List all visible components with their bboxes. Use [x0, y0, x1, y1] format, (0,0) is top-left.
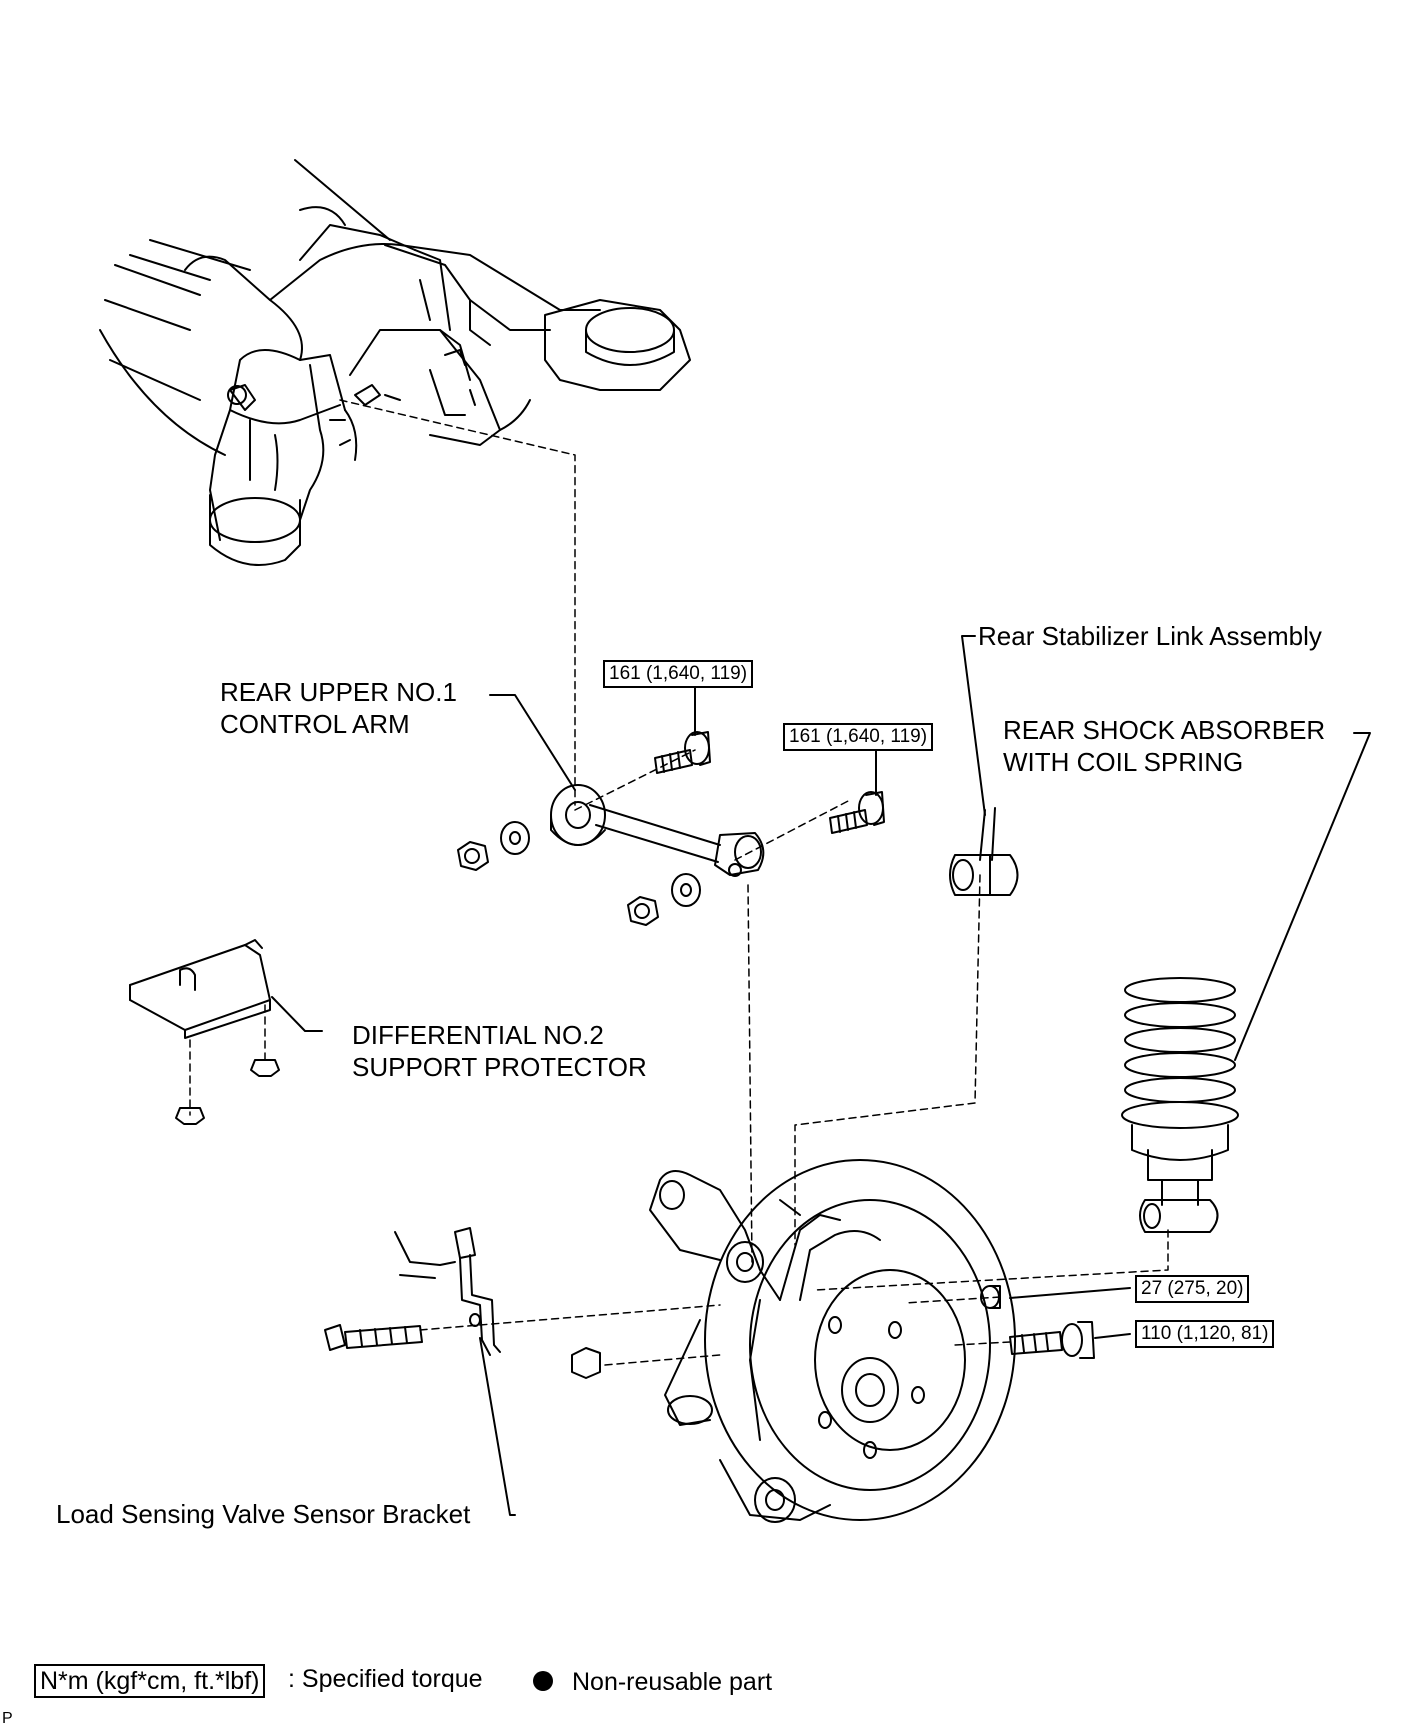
label-differential-protector-line1: DIFFERENTIAL NO.2	[352, 1020, 604, 1050]
bracket-bolt	[324, 1324, 423, 1351]
upper-arm-bolt-2	[829, 791, 885, 834]
label-differential-protector-line2: SUPPORT PROTECTOR	[352, 1052, 647, 1082]
protector-clip-2	[250, 1059, 280, 1077]
leader-lines	[271, 635, 1371, 1516]
label-shock-absorber-line2: WITH COIL SPRING	[1003, 747, 1244, 777]
label-shock-absorber-line1: REAR SHOCK ABSORBER	[1003, 715, 1326, 745]
shock-absorber-coil-spring	[1121, 977, 1239, 1233]
load-sensing-bracket	[394, 1227, 501, 1356]
protector-clip-1	[175, 1107, 205, 1125]
knuckle-nut	[980, 1285, 1001, 1309]
assembly-dashed-lines	[189, 399, 1169, 1366]
legend-nonreusable-description: Non-reusable part	[572, 1668, 773, 1696]
upper-arm-bolt-1	[654, 731, 711, 774]
upper-arm-nut-2	[627, 896, 659, 926]
differential-support-protector	[129, 939, 271, 1039]
corner-mark: P	[2, 1710, 13, 1727]
label-upper-control-arm-line2: CONTROL ARM	[220, 709, 410, 739]
label-upper-control-arm-line1: REAR UPPER NO.1	[220, 677, 457, 707]
upper-arm-washer-2	[671, 873, 701, 907]
rear-axle-carrier	[649, 1159, 1016, 1523]
torque-knuckle-bolt: 110 (1,120, 81)	[1135, 1320, 1275, 1348]
torque-upper-bolt-2: 161 (1,640, 119)	[783, 723, 934, 751]
rear-suspension-member	[99, 159, 691, 566]
rear-upper-control-arm	[550, 784, 765, 877]
legend-torque-description: : Specified torque	[288, 1665, 483, 1693]
non-reusable-dot-icon	[533, 1671, 553, 1691]
stabilizer-link-end	[949, 807, 1019, 896]
upper-arm-washer-1	[500, 821, 530, 855]
torque-upper-bolt-1: 161 (1,640, 119)	[603, 660, 754, 688]
legend-torque-unit: N*m (kgf*cm, ft.*lbf)	[34, 1664, 266, 1698]
torque-knuckle-nut: 27 (275, 20)	[1135, 1275, 1250, 1303]
label-load-sensing-bracket: Load Sensing Valve Sensor Bracket	[56, 1499, 471, 1529]
label-stabilizer-link: Rear Stabilizer Link Assembly	[978, 621, 1322, 651]
upper-arm-nut-1	[457, 841, 489, 871]
knuckle-bolt	[1009, 1321, 1095, 1359]
bracket-nut	[571, 1347, 601, 1379]
